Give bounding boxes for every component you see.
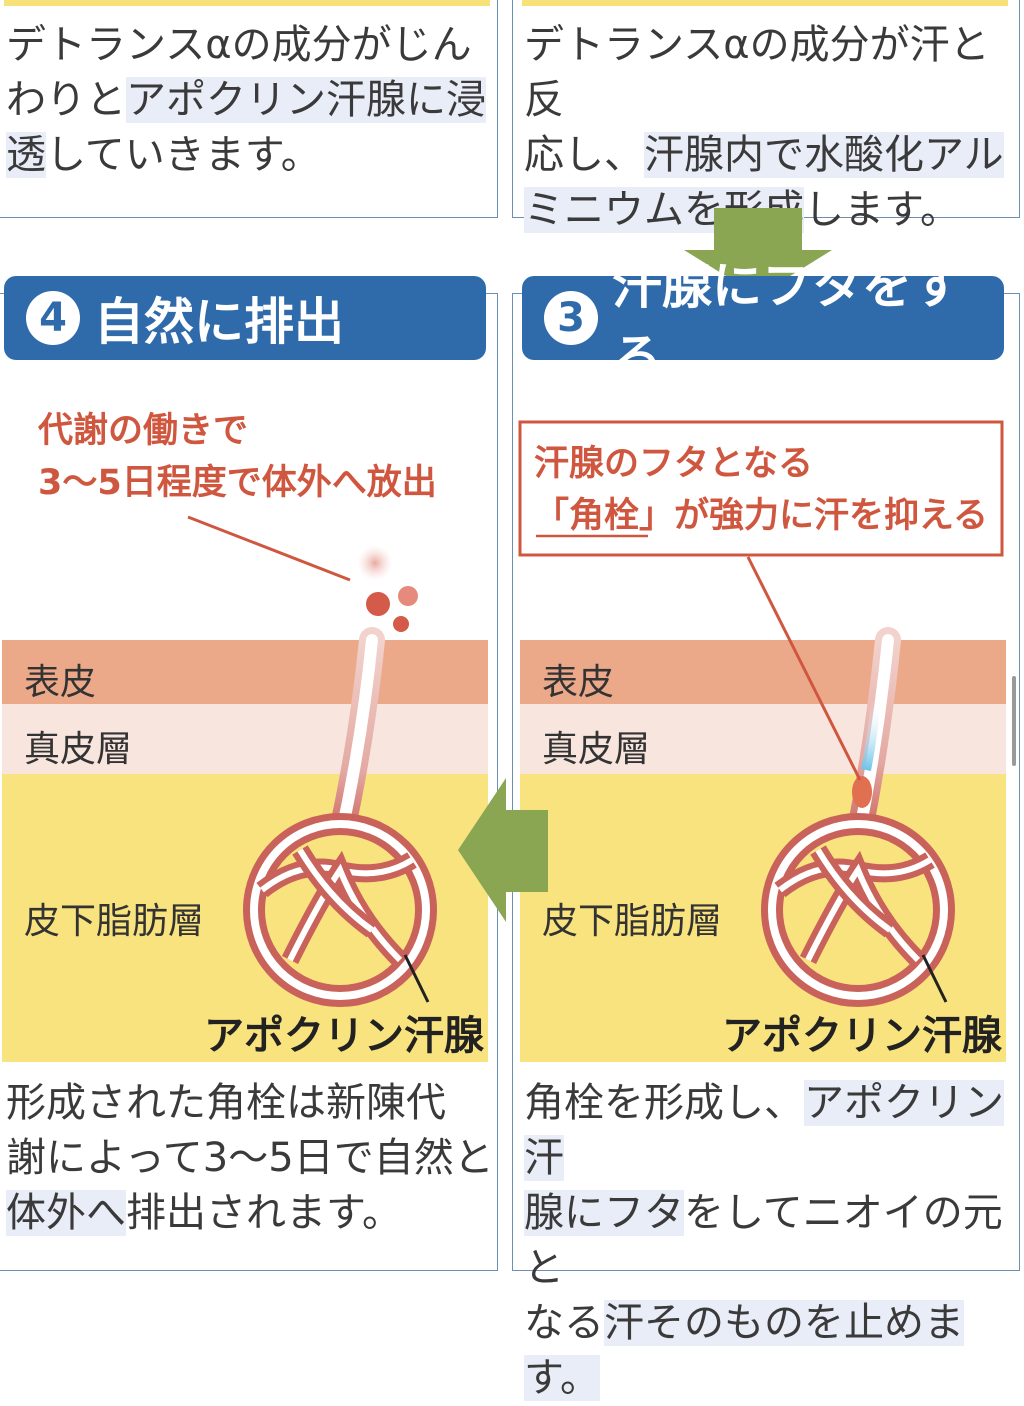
step3-note-box: [518, 420, 1004, 557]
step4-desc-line3: 排出されます。: [126, 1190, 402, 1236]
step3-keratin-plug: [852, 776, 872, 808]
step3-desc-line2-highlight: 腺にフタ: [524, 1190, 684, 1236]
top-right-line2-plain: 応し、: [524, 132, 644, 178]
step4-label-dermis: 真皮層: [24, 729, 133, 770]
step4-dermis-band: [2, 704, 488, 774]
step3-gland-label: アポクリン汗腺: [722, 1013, 1002, 1059]
diagram-graphics: [187, 208, 1016, 1007]
top-left-line1: デトランスαの成分がじん: [6, 22, 472, 68]
step4-gland-pointer: [403, 954, 430, 1003]
step4-released-particles: [357, 545, 418, 632]
step3-desc-line2-plain: をしてニオイの元と: [524, 1190, 1003, 1291]
step4-desc-line2: 謝によって3〜5日で自然と: [6, 1135, 494, 1181]
step3-header: 3 汗腺にフタをする: [522, 257, 1004, 387]
step3-number-badge: 3: [544, 291, 598, 345]
step4-label-subcutis: 皮下脂肪層: [24, 901, 205, 942]
step4-desc-line1: 形成された角栓は新陳代: [6, 1080, 446, 1126]
step3-sweat-duct: [845, 627, 901, 853]
step3-desc-line3-plain: なる: [524, 1300, 604, 1346]
scrollbar-thumb[interactable]: [1012, 676, 1016, 766]
step3-note-line2: が強力に汗を抑える: [674, 496, 988, 536]
step4-number-badge: 4: [26, 291, 80, 345]
flow-arrow-left: [458, 778, 548, 922]
top-left-line2-plain: わりと: [6, 77, 126, 123]
top-right-line2-highlight: 汗腺内で水酸化アル: [644, 132, 1004, 178]
flow-arrow-down: [684, 208, 832, 296]
step3-epidermis-band: [520, 640, 1006, 704]
step4-note-line1: 代謝の働きで: [38, 411, 249, 451]
step3-dermis-band: [520, 704, 1006, 774]
step4-title: 自然に排出: [94, 293, 344, 351]
step3-label-dermis: 真皮層: [542, 729, 651, 770]
top-left-line2-highlight: アポクリン汗腺に浸: [126, 77, 486, 123]
step3-note: 汗腺のフタとなる 「角栓」が強力に汗を抑える: [534, 438, 988, 542]
top-left-text: デトランスαの成分がじん わりとアポクリン汗腺に浸 透していきます。: [6, 18, 486, 183]
step3-title: 汗腺にフタをする: [612, 257, 962, 387]
top-right-accent-bar: [522, 0, 1008, 6]
step3-gland: [761, 813, 955, 1007]
step3-label-subcutis: 皮下脂肪層: [542, 901, 723, 942]
step4-desc-line3-highlight: 体外へ: [6, 1190, 126, 1236]
step4-note: 代謝の働きで 3〜5日程度で体外へ放出: [38, 405, 437, 509]
step4-note-pointer: [187, 515, 351, 582]
step4-label-epidermis: 表皮: [24, 662, 97, 703]
step4-gland-label: アポクリン汗腺: [204, 1013, 484, 1059]
step4-epidermis-band: [2, 640, 488, 704]
step3-note-line1: 汗腺のフタとなる: [534, 444, 813, 484]
top-left-line3-plain: していきます。: [46, 132, 321, 178]
step4-gland: [243, 813, 437, 1007]
top-right-panel: [512, 0, 1020, 218]
step4-header: 4 自然に排出: [4, 276, 486, 360]
step4-description: 形成された角栓は新陳代 謝によって3〜5日で自然と 体外へ排出されます。: [6, 1076, 494, 1241]
top-right-line1: デトランスαの成分が汗と反: [524, 22, 990, 123]
step3-label-epidermis: 表皮: [542, 662, 615, 703]
step3-note-keyword: 「角栓」: [534, 496, 675, 536]
step3-note-pointer: [746, 556, 862, 781]
step3-description: 角栓を形成し、アポクリン汗 腺にフタをしてニオイの元と なる汗そのものを止めます…: [524, 1076, 1024, 1406]
top-left-line3-highlight: 透: [6, 132, 46, 178]
step3-desc-line1-plain: 角栓を形成し、: [524, 1080, 804, 1126]
step4-note-line2: 3〜5日程度で体外へ放出: [38, 463, 437, 503]
step3-gland-pointer: [921, 954, 948, 1003]
step4-sweat-duct: [327, 627, 385, 853]
top-left-accent-bar: [4, 0, 490, 6]
top-right-line3-plain: します。: [804, 187, 960, 233]
